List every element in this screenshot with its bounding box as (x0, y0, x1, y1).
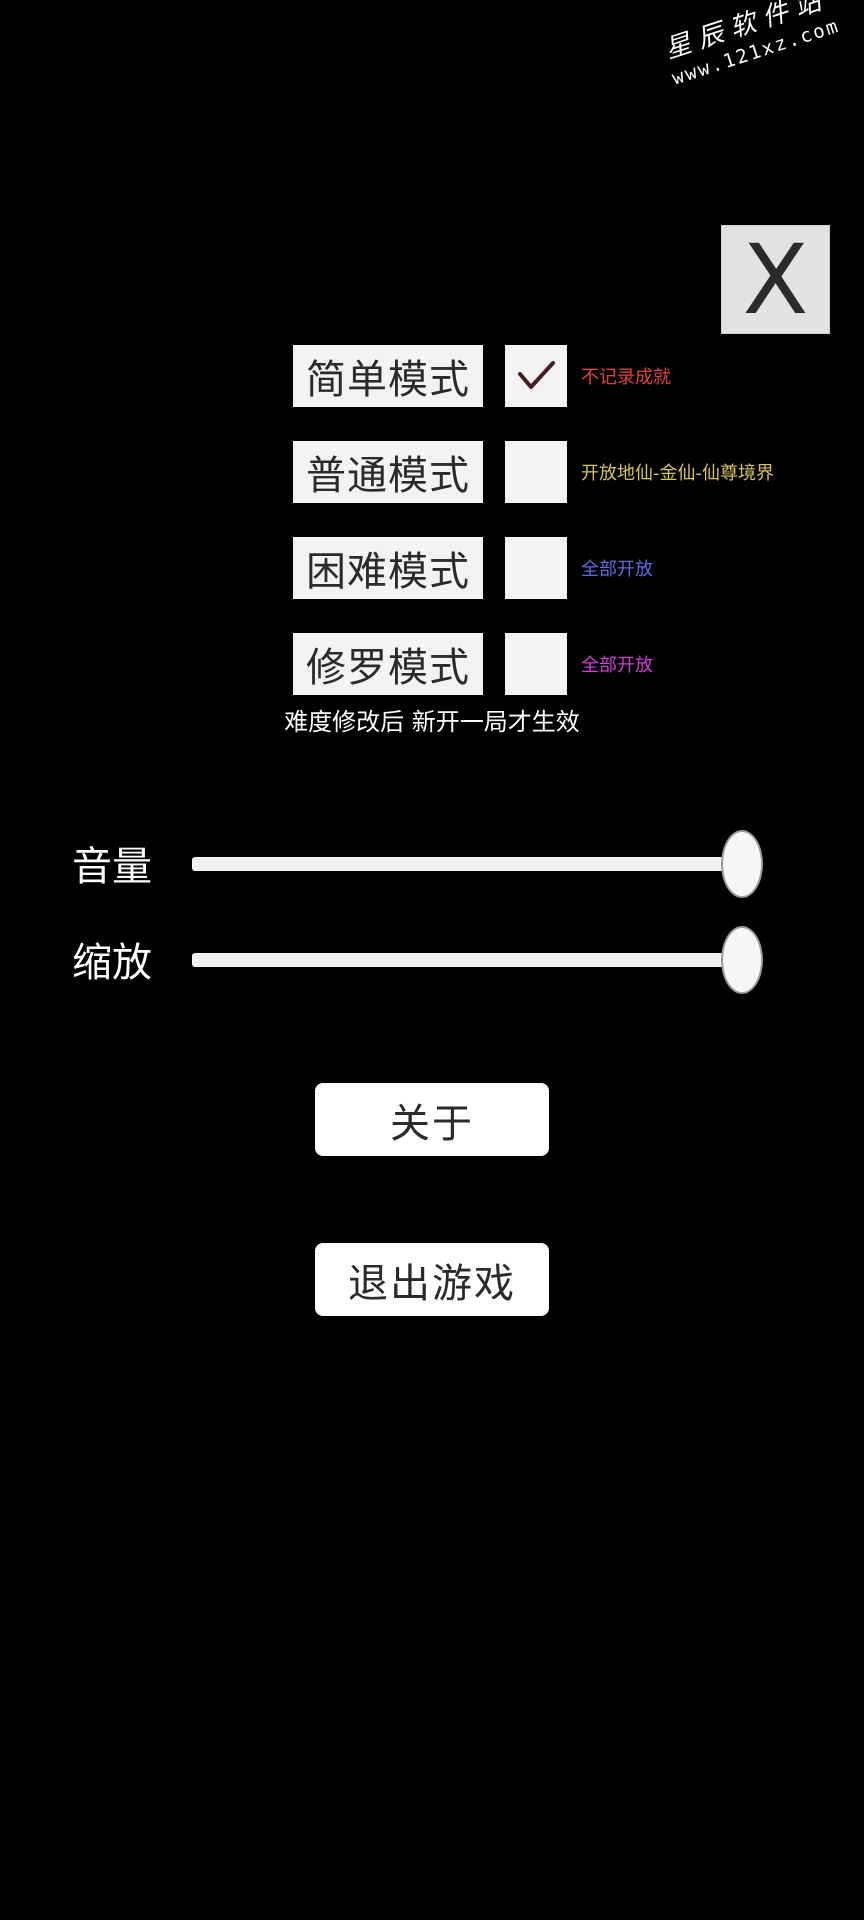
close-button[interactable]: X (721, 225, 830, 334)
mode-note-easy: 不记录成就 (581, 367, 671, 388)
mode-button-asura[interactable]: 修罗模式 (293, 633, 483, 695)
mode-checkbox-asura[interactable] (505, 633, 567, 695)
zoom-label: 缩放 (72, 940, 152, 986)
mode-row-normal: 普通模式 开放地仙-金仙-仙尊境界 (293, 441, 813, 503)
mode-row-easy: 简单模式 不记录成就 (293, 345, 813, 407)
zoom-slider-thumb[interactable] (721, 926, 763, 994)
mode-row-asura: 修罗模式 全部开放 (293, 633, 813, 695)
close-icon: X (742, 223, 809, 336)
about-button[interactable]: 关于 (315, 1083, 549, 1156)
mode-note-normal: 开放地仙-金仙-仙尊境界 (581, 463, 774, 484)
zoom-slider-track[interactable] (192, 953, 746, 967)
quit-game-button[interactable]: 退出游戏 (315, 1243, 549, 1316)
mode-button-hard[interactable]: 困难模式 (293, 537, 483, 599)
volume-slider-thumb[interactable] (721, 830, 763, 898)
mode-row-hard: 困难模式 全部开放 (293, 537, 813, 599)
difficulty-notice: 难度修改后 新开一局才生效 (284, 708, 580, 736)
watermark: 星辰软件站 www.121xz.com (650, 0, 850, 92)
mode-checkbox-hard[interactable] (505, 537, 567, 599)
mode-checkbox-normal[interactable] (505, 441, 567, 503)
checkmark-icon (518, 361, 555, 389)
volume-slider-track[interactable] (192, 857, 746, 871)
mode-note-asura: 全部开放 (581, 655, 653, 676)
mode-button-easy[interactable]: 简单模式 (293, 345, 483, 407)
mode-note-hard: 全部开放 (581, 559, 653, 580)
volume-label: 音量 (72, 844, 152, 890)
mode-checkbox-easy[interactable] (505, 345, 567, 407)
mode-button-normal[interactable]: 普通模式 (293, 441, 483, 503)
